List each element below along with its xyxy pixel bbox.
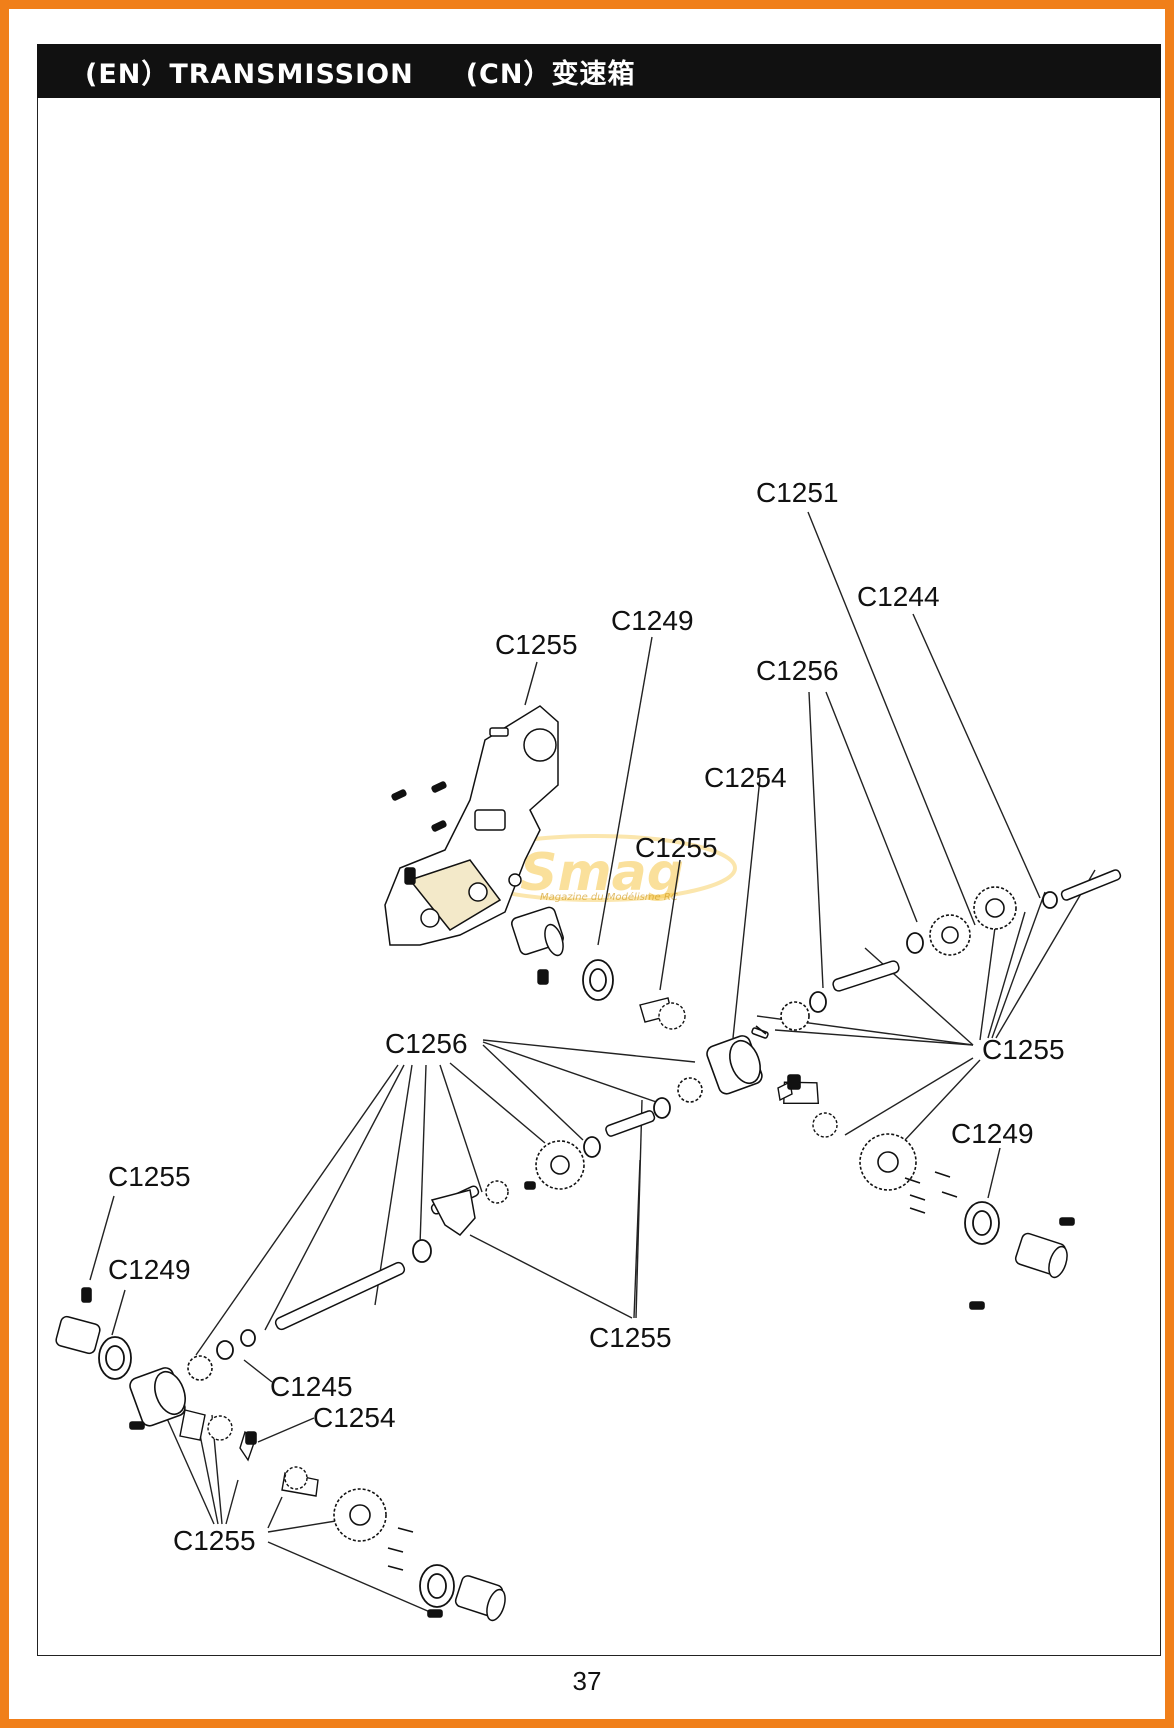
housing-screws <box>391 781 549 985</box>
label-c1254-mid: C1254 <box>704 762 787 793</box>
label-c1254-lower: C1254 <box>313 1402 396 1433</box>
page-number: 37 <box>572 1666 602 1696</box>
gears <box>187 886 1017 1542</box>
label-c1255-bottom: C1255 <box>173 1525 256 1556</box>
bearings <box>98 891 1058 1608</box>
label-c1249-left: C1249 <box>108 1254 191 1285</box>
label-c1249-right: C1249 <box>951 1118 1034 1149</box>
differential-cases <box>129 1035 763 1427</box>
label-c1251: C1251 <box>756 477 839 508</box>
label-c1256-lower: C1256 <box>385 1028 468 1059</box>
label-c1244: C1244 <box>857 581 940 612</box>
outdrive-upper <box>511 906 564 957</box>
pinions <box>179 997 838 1497</box>
watermark-tagline: Magazine du Modélisme RC <box>540 891 678 903</box>
title-en: (EN）TRANSMISSION <box>85 58 414 90</box>
label-c1256-top: C1256 <box>756 655 839 686</box>
part-labels: C1251 C1244 C1249 C1255 C1256 C1254 C125… <box>108 477 1065 1556</box>
header-bar: (EN）TRANSMISSION (CN）变速箱 <box>37 44 1161 98</box>
label-c1255-left: C1255 <box>108 1161 191 1192</box>
shift-fork <box>430 1180 509 1236</box>
label-c1255-mid: C1255 <box>635 832 718 863</box>
label-c1255-right: C1255 <box>982 1034 1065 1065</box>
label-c1255-housing: C1255 <box>495 629 578 660</box>
small-screws <box>81 1025 1075 1618</box>
label-c1249-top: C1249 <box>611 605 694 636</box>
gearbox-housing <box>384 705 559 946</box>
outdrive-cups <box>55 1232 1068 1622</box>
title-cn: (CN）变速箱 <box>465 58 636 90</box>
watermark-brand: Smag <box>520 843 684 903</box>
label-c1255-lower-mid: C1255 <box>589 1322 672 1353</box>
leader-lines <box>89 511 1096 1613</box>
label-c1245: C1245 <box>270 1371 353 1402</box>
